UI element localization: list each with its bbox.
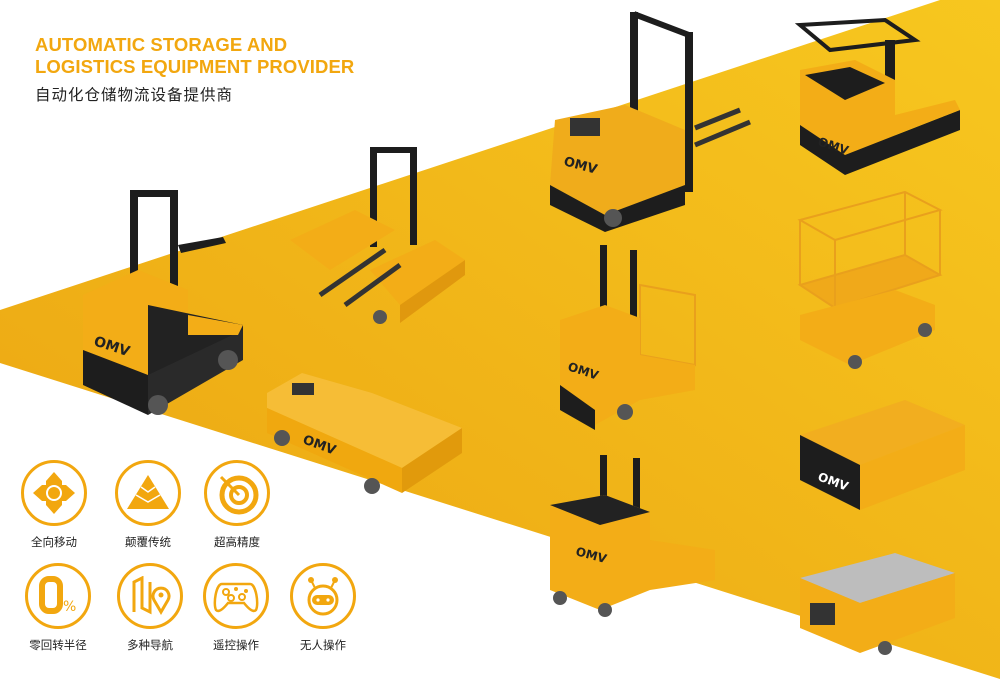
feature-zero-turn-radius: % 零回转半径 <box>13 563 103 653</box>
feature-label: 全向移动 <box>31 535 77 549</box>
product-pallet-truck-agv: OMV <box>794 15 965 190</box>
map-pin-icon <box>132 576 171 615</box>
feature-label: 无人操作 <box>300 638 346 652</box>
product-latent-lifting-agv: OMV <box>262 368 472 503</box>
headline-line-1: AUTOMATIC STORAGE AND <box>35 34 288 55</box>
feature-remote-control: 遥控操作 <box>191 563 281 653</box>
feature-unmanned: 无人操作 <box>278 563 368 653</box>
feature-omnidirectional: 全向移动 <box>9 460 99 550</box>
robot-icon <box>307 577 339 616</box>
feature-label: 零回转半径 <box>29 638 87 652</box>
gamepad-icon <box>213 582 259 613</box>
feature-label: 超高精度 <box>214 535 260 549</box>
product-box-agv: OMV <box>795 395 970 525</box>
target-icon <box>219 475 259 515</box>
product-stacker-agv: OMV <box>78 185 248 425</box>
product-roller-conveyor-agv <box>795 548 965 673</box>
feature-multi-navigation: 多种导航 <box>105 563 195 653</box>
product-pallet-stacker-agv: OMV <box>545 450 720 625</box>
feature-label: 颠覆传统 <box>125 535 171 549</box>
product-order-picker-agv: OMV <box>555 240 705 435</box>
feature-label: 多种导航 <box>127 638 173 652</box>
svg-text:%: % <box>63 599 76 615</box>
headline: AUTOMATIC STORAGE AND LOGISTICS EQUIPMEN… <box>35 34 354 78</box>
omnidirectional-arrows-icon <box>33 472 75 514</box>
product-forklift-agv <box>285 145 465 335</box>
feature-disruptive: 颠覆传统 <box>103 460 193 550</box>
feature-high-precision: 超高精度 <box>192 460 282 550</box>
pyramid-icon <box>127 475 169 509</box>
feature-label: 遥控操作 <box>213 638 259 652</box>
headline-line-2: LOGISTICS EQUIPMENT PROVIDER <box>35 56 355 77</box>
zero-percent-icon: % <box>39 576 76 615</box>
product-counterbalance-agv: OMV <box>545 10 751 232</box>
subtitle-chinese: 自动化仓储物流设备提供商 <box>35 86 234 104</box>
product-scissor-lift-agv <box>795 190 945 385</box>
